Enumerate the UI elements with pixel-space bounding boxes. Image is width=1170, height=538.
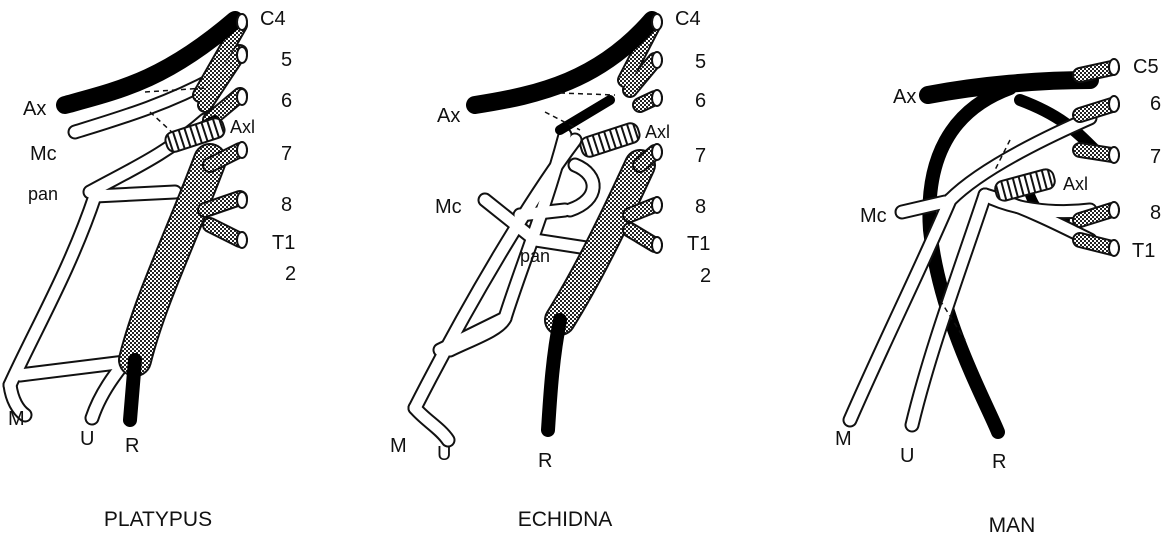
man-root-6: 6 <box>1150 93 1161 115</box>
echidna-root-8: 8 <box>695 196 706 218</box>
panel-man: Ax Mc Axl M U R C5 6 7 8 T1 MAN <box>835 56 1161 537</box>
man-caption: MAN <box>989 514 1036 537</box>
man-label-axl: Axl <box>1063 174 1088 194</box>
man-root-tips <box>1109 59 1119 256</box>
echidna-caption: ECHIDNA <box>518 508 613 531</box>
man-axillary-artery <box>993 168 1056 203</box>
platypus-label-r: R <box>125 435 139 457</box>
platypus-root-6: 6 <box>281 90 292 112</box>
platypus-caption: PLATYPUS <box>104 508 212 531</box>
platypus-root-7: 7 <box>281 143 292 165</box>
echidna-label-ax: Ax <box>437 105 460 127</box>
platypus-root-5: 5 <box>281 49 292 71</box>
echidna-label-u: U <box>437 443 451 465</box>
platypus-label-u: U <box>80 428 94 450</box>
man-label-m: M <box>835 428 852 450</box>
platypus-label-ax: Ax <box>23 98 46 120</box>
echidna-root-6: 6 <box>695 90 706 112</box>
man-label-r: R <box>992 451 1006 473</box>
platypus-label-m: M <box>8 408 25 430</box>
man-root-c5: C5 <box>1133 56 1159 78</box>
echidna-root-7: 7 <box>695 145 706 167</box>
echidna-label-pan: pan <box>520 246 550 266</box>
echidna-label-axl: Axl <box>645 122 670 142</box>
echidna-root-c4: C4 <box>675 8 701 30</box>
man-label-mc: Mc <box>860 205 887 227</box>
man-label-u: U <box>900 445 914 467</box>
man-root-t1: T1 <box>1132 240 1155 262</box>
platypus-root-8: 8 <box>281 194 292 216</box>
echidna-label-r: R <box>538 450 552 472</box>
echidna-root-t1: T1 <box>687 233 710 255</box>
man-root-7: 7 <box>1150 146 1161 168</box>
platypus-root-c4: C4 <box>260 8 286 30</box>
echidna-label-m: M <box>390 435 407 457</box>
echidna-root-2: 2 <box>700 265 711 287</box>
panel-platypus: Ax Mc pan Axl M U R C4 5 6 7 8 T1 2 PLAT… <box>8 8 296 531</box>
platypus-label-mc: Mc <box>30 143 57 165</box>
man-label-ax: Ax <box>893 86 916 108</box>
platypus-radial-nerve <box>130 360 135 420</box>
platypus-label-axl: Axl <box>230 117 255 137</box>
echidna-label-mc: Mc <box>435 196 462 218</box>
platypus-root-2: 2 <box>285 263 296 285</box>
panel-echidna: Ax Mc pan Axl M U R C4 5 6 7 8 T1 2 ECHI… <box>390 8 711 531</box>
man-root-8: 8 <box>1150 202 1161 224</box>
platypus-root-t1: T1 <box>272 232 295 254</box>
echidna-radial-nerve <box>548 320 560 430</box>
platypus-label-pan: pan <box>28 184 58 204</box>
man-stippled-roots <box>1080 68 1112 248</box>
echidna-root-5: 5 <box>695 51 706 73</box>
